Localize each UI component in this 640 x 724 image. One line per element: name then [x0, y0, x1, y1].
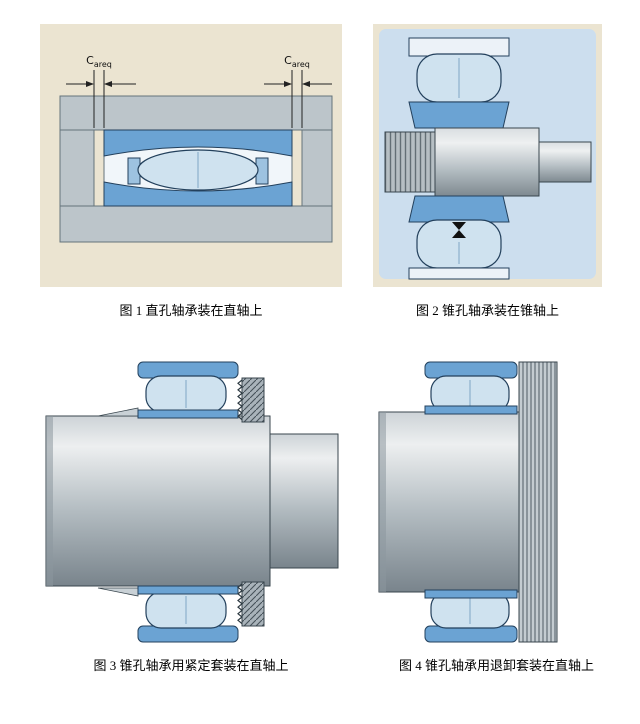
bearing-cross-section [103, 129, 293, 207]
bearing-inner-ring [137, 585, 239, 595]
bearing-outer-ring [408, 267, 510, 280]
bearing-inner-ring [424, 405, 518, 415]
figure-4-panel [373, 356, 620, 648]
thread-section [384, 131, 436, 193]
figure-4-illustration [373, 356, 620, 648]
shaft-end-face [379, 412, 386, 592]
caption-figure-1: 图 1 直孔轴承装在直轴上 [119, 303, 263, 318]
shaft-end-face [46, 416, 53, 586]
caption-figure-2: 图 2 锥孔轴承装在锥轴上 [415, 303, 559, 318]
dimension-right: Careq [264, 54, 332, 128]
lower-bearing-section [408, 195, 510, 280]
locknut [241, 377, 265, 423]
shaft-cylinder [45, 415, 271, 587]
alignment-marker [452, 222, 466, 238]
lower-bearing-section [137, 581, 265, 643]
housing-section [59, 95, 333, 207]
adapter-sleeve-body [269, 433, 339, 569]
upper-bearing-section [137, 361, 265, 423]
figure-1-panel: Careq Careq [40, 24, 342, 287]
tapered-inner-ring [408, 195, 510, 223]
caption-figure-3: 图 3 锥孔轴承用紧定套装在直轴上 [93, 658, 289, 673]
lower-bearing-section [424, 589, 518, 643]
tapered-shaft [384, 127, 592, 197]
thread-zigzag [237, 583, 243, 625]
figure-3-panel [40, 356, 342, 648]
bearing-outer-ring [408, 37, 510, 57]
figure-3-illustration [40, 356, 342, 648]
thread-zigzag [237, 379, 243, 421]
upper-bearing-section [408, 37, 510, 129]
caption-figure-4: 图 4 锥孔轴承用退卸套装在直轴上 [398, 658, 594, 673]
shaft-section [59, 205, 333, 243]
figure-1-illustration: Careq Careq [40, 24, 342, 287]
dimension-left: Careq [66, 54, 136, 128]
withdrawal-sleeve [518, 361, 558, 643]
tapered-inner-ring [408, 101, 510, 129]
locknut [241, 581, 265, 627]
bearing-outer-ring [103, 129, 293, 157]
shaft-step [538, 141, 592, 183]
upper-bearing-section [424, 361, 518, 415]
dimension-label-left: Careq [86, 54, 112, 69]
shaft-journal [434, 127, 540, 197]
dimension-label-right: Careq [284, 54, 310, 69]
bearing-inner-ring [424, 589, 518, 599]
figure-2-illustration [373, 24, 602, 287]
bearing-inner-ring [137, 409, 239, 419]
bearing-inner-ring [103, 181, 293, 207]
figure-2-panel [373, 24, 602, 287]
shaft-cylinder [378, 411, 522, 593]
